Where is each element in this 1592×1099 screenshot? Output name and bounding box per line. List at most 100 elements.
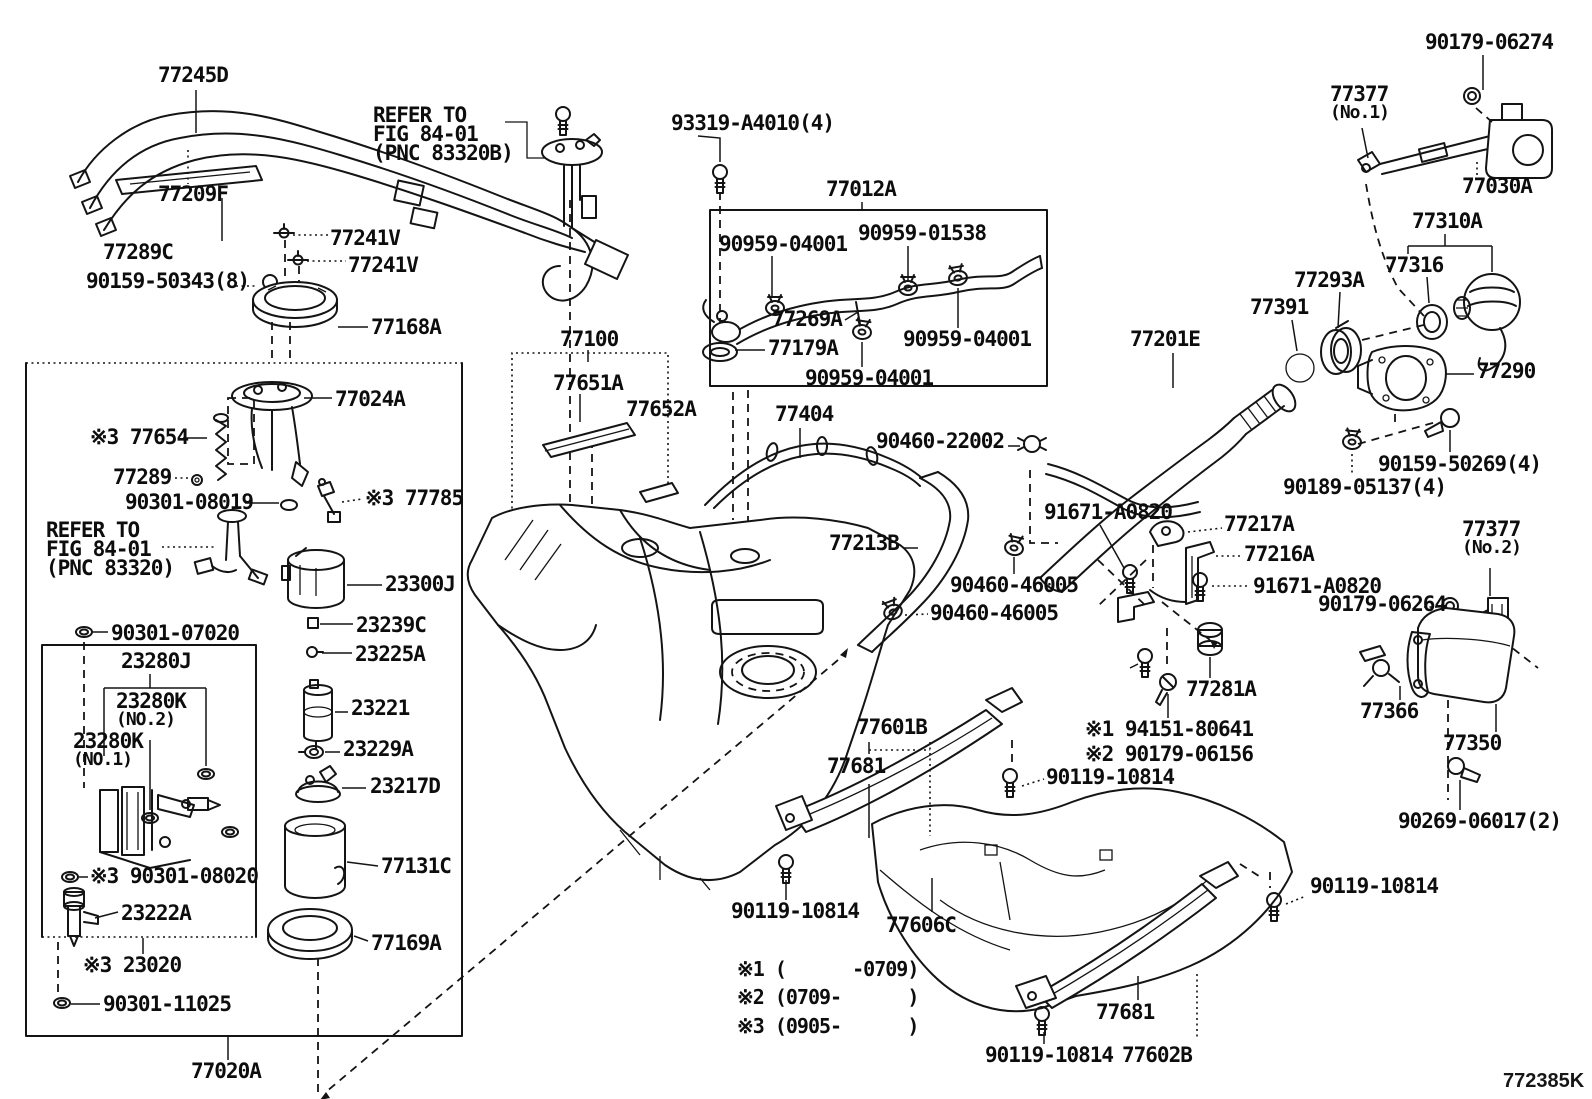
part-label-90179-06156: ※2 90179-06156 [1085, 742, 1254, 766]
part-label-77289: 77289 [113, 465, 172, 489]
part-label-93319-A4010: 93319-A4010(4) [671, 111, 835, 135]
part-label-77654: ※3 77654 [90, 425, 189, 449]
part-label-77020A: 77020A [191, 1059, 262, 1083]
regulator-art [61, 871, 99, 947]
tank-strap-lower-art [1015, 861, 1282, 1036]
part-label-90959-04001-a: 90959-04001 [719, 232, 848, 256]
part-label-77179A: 77179A [768, 336, 839, 360]
part-label-77391: 77391 [1250, 295, 1309, 319]
part-label-23221: 23221 [351, 696, 410, 720]
pump-plate-art [191, 381, 341, 523]
part-label-77217A: 77217A [1224, 512, 1295, 536]
part-label-90119-10814-c: 90119-10814 [1310, 874, 1439, 898]
part-label-77213B: 77213B [829, 531, 900, 555]
part-label-77241V-a: 77241V [330, 226, 401, 250]
part-label-77100: 77100 [560, 327, 619, 351]
part-label-77131C: 77131C [381, 854, 452, 878]
part-label-77012A: 77012A [826, 177, 897, 201]
part-label-77377-2: 77377(No.2) [1462, 517, 1522, 558]
footnote-note-3: ※3 (0905- ) [737, 1014, 919, 1038]
part-label-23280K-2: 23280K(NO.2) [116, 689, 187, 730]
part-label-77030A: 77030A [1462, 174, 1533, 198]
sender-small-art [193, 509, 269, 586]
part-label-77245D: 77245D [158, 63, 229, 87]
tank-pads-art [542, 422, 679, 503]
part-label-90301-11025: 90301-11025 [103, 992, 232, 1016]
part-label-90959-04001-b: 90959-04001 [903, 327, 1032, 351]
hose-set-art [702, 164, 1043, 362]
part-label-77269A: 77269A [772, 307, 843, 331]
part-label-91671-A0820-a: 91671-A0820 [1044, 500, 1173, 524]
part-label-77681-a: 77681 [827, 754, 886, 778]
part-label-23280K-1: 23280K(NO.1) [73, 729, 144, 770]
pump-module-box [25, 362, 463, 1037]
part-label-sub-77377-1: (No.1) [1330, 102, 1390, 123]
part-label-77209F: 77209F [158, 182, 229, 206]
part-label-90301-08019: 90301-08019 [125, 490, 254, 514]
part-label-77216A: 77216A [1244, 542, 1315, 566]
part-label-77651A: 77651A [553, 371, 624, 395]
part-label-77785: ※3 77785 [365, 486, 464, 510]
part-label-77169A: 77169A [371, 931, 442, 955]
pump-small-parts-art [53, 679, 353, 1009]
part-label-90269-06017: 90269-06017(2) [1398, 809, 1562, 833]
part-label-90179-06274: 90179-06274 [1425, 30, 1554, 54]
part-label-90959-01538: 90959-01538 [858, 221, 987, 245]
part-label-sub-77377-2: (No.2) [1462, 537, 1522, 558]
projection-diagonals [317, 648, 848, 1099]
part-label-90460-22002: 90460-22002 [876, 429, 1005, 453]
part-label-90159-50343: 90159-50343(8) [86, 269, 250, 293]
part-label-sub-23280K-1: (NO.1) [73, 749, 133, 770]
filler-pipe-art [1039, 273, 1521, 593]
part-label-90301-07020: 90301-07020 [111, 621, 240, 645]
part-label-77681-b: 77681 [1096, 1000, 1155, 1024]
part-label-77601B: 77601B [857, 715, 928, 739]
part-label-77281A: 77281A [1186, 677, 1257, 701]
fuel-filter-art [281, 547, 345, 658]
part-label-77377-1: 77377(No.1) [1330, 82, 1390, 123]
part-label-94151-80641: ※1 94151-80641 [1085, 717, 1254, 741]
part-label-23239C: 23239C [356, 613, 427, 637]
part-label-refer-fig-8401: REFER TO FIG 84-01 (PNC 83320) [46, 518, 175, 580]
diagram-code: 772385K [1503, 1070, 1585, 1092]
part-label-77404: 77404 [775, 402, 834, 426]
part-label-90119-10814-d: 90119-10814 [985, 1043, 1114, 1067]
part-label-23280J: 23280J [121, 649, 192, 673]
part-label-90159-50269: 90159-50269(4) [1378, 452, 1542, 476]
part-label-77316: 77316 [1385, 253, 1444, 277]
part-label-77602B: 77602B [1122, 1043, 1193, 1067]
part-label-91671-A0820-b: 91671-A0820 [1253, 574, 1382, 598]
leader-lines [71, 55, 1497, 1060]
part-label-77201E: 77201E [1130, 327, 1201, 351]
part-label-77241V-b: 77241V [348, 253, 419, 277]
tank-strap-upper-art [775, 687, 1023, 833]
part-label-90460-46005-b: 90460-46005 [930, 601, 1059, 625]
part-label-90119-10814-b: 90119-10814 [731, 899, 860, 923]
part-label-90460-46005-a: 90460-46005 [950, 573, 1079, 597]
part-label-77289C: 77289C [103, 240, 174, 264]
part-label-77652A: 77652A [626, 397, 697, 421]
part-label-23020: ※3 23020 [83, 953, 182, 977]
fuel-tube-assembly-art [69, 110, 594, 328]
part-label-90959-04001-c: 90959-04001 [805, 366, 934, 390]
part-label-23222A: 23222A [121, 901, 192, 925]
part-label-23229A: 23229A [343, 737, 414, 761]
part-label-77606C: 77606C [886, 913, 957, 937]
part-label-77290: 77290 [1477, 359, 1536, 383]
part-label-90301-08020: ※3 90301-08020 [90, 864, 259, 888]
part-label-90179-06264: 90179-06264 [1318, 592, 1447, 616]
heat-shield-art [778, 787, 1293, 1013]
part-label-23217D: 23217D [370, 774, 441, 798]
part-label-77310A: 77310A [1412, 209, 1483, 233]
part-label-77366: 77366 [1360, 699, 1419, 723]
part-label-23300J: 23300J [385, 572, 456, 596]
fuel-sender-art [505, 106, 629, 280]
footnote-note-1: ※1 ( -0709) [737, 957, 919, 981]
hose-set-box [709, 209, 1048, 387]
part-label-77024A: 77024A [335, 387, 406, 411]
lock-cable-art [1357, 87, 1553, 317]
footnote-note-2: ※2 (0709- ) [737, 985, 919, 1009]
fuel-tank-art [466, 503, 916, 891]
